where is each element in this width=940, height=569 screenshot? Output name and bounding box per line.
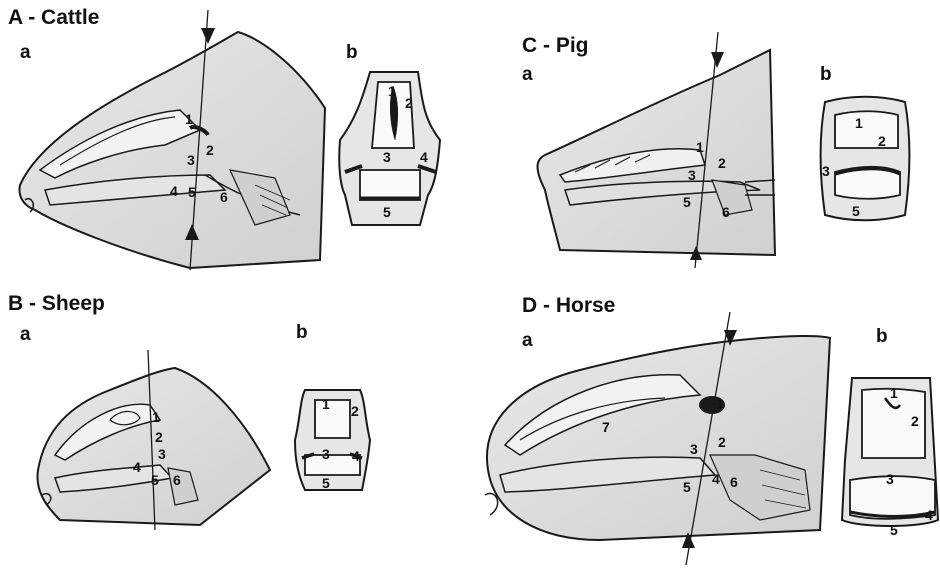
cattle-b-label-3: 3 bbox=[383, 150, 391, 164]
sub-label-pig-b: b bbox=[820, 64, 832, 86]
sheep-a-label-3: 3 bbox=[158, 447, 166, 461]
horse-a-label-5: 5 bbox=[683, 480, 691, 494]
sheep-b-label-3: 3 bbox=[322, 447, 330, 461]
sheep-b-label-5: 5 bbox=[322, 476, 330, 490]
pig-a-label-1: 1 bbox=[696, 140, 704, 154]
sheep-a-label-4: 4 bbox=[133, 460, 141, 474]
cattle-a-label-3: 3 bbox=[187, 153, 195, 167]
cattle-a-label-2: 2 bbox=[206, 143, 214, 157]
horse-a-label-7: 7 bbox=[602, 420, 610, 434]
horse-b-label-2: 2 bbox=[911, 414, 919, 428]
sub-label-sheep-a: a bbox=[20, 324, 31, 346]
pig-a-label-2: 2 bbox=[718, 156, 726, 170]
horse-b-label-4: 4 bbox=[925, 508, 933, 522]
cattle-a-label-1: 1 bbox=[185, 112, 193, 126]
cattle-a-label-4: 4 bbox=[170, 184, 178, 198]
horse-a-label-6: 6 bbox=[730, 475, 738, 489]
pig-b-label-1: 1 bbox=[855, 116, 863, 130]
sheep-a-label-1: 1 bbox=[152, 410, 160, 424]
cattle-b-label-4: 4 bbox=[420, 150, 428, 164]
cattle-a-label-5: 5 bbox=[188, 185, 196, 199]
sub-label-cattle-b: b bbox=[346, 42, 358, 64]
horse-a-label-4: 4 bbox=[712, 472, 720, 486]
panel-title-horse: D - Horse bbox=[522, 294, 615, 318]
pig-b-label-2: 2 bbox=[878, 134, 886, 148]
sub-label-horse-b: b bbox=[876, 326, 888, 348]
pig-b-label-3: 3 bbox=[822, 164, 830, 178]
sub-label-pig-a: a bbox=[522, 64, 533, 86]
horse-b-label-3: 3 bbox=[886, 472, 894, 486]
cattle-b-label-2: 2 bbox=[405, 96, 413, 110]
sheep-a-label-6: 6 bbox=[173, 473, 181, 487]
horse-b-label-5: 5 bbox=[890, 523, 898, 537]
sheep-a-label-2: 2 bbox=[155, 430, 163, 444]
sub-label-cattle-a: a bbox=[20, 42, 31, 64]
horse-a-label-2: 2 bbox=[718, 435, 726, 449]
cattle-b-label-1: 1 bbox=[388, 84, 396, 98]
horse-a-label-1: 1 bbox=[716, 396, 724, 410]
panel-title-cattle: A - Cattle bbox=[8, 6, 99, 30]
horse-sagittal-section bbox=[485, 312, 830, 565]
pig-a-label-5: 5 bbox=[683, 195, 691, 209]
sheep-b-label-1: 1 bbox=[322, 397, 330, 411]
panel-title-pig: C - Pig bbox=[522, 34, 589, 58]
sub-label-sheep-b: b bbox=[296, 322, 308, 344]
sub-label-horse-a: a bbox=[522, 330, 533, 352]
sheep-b-label-4: 4 bbox=[352, 449, 360, 463]
horse-b-label-1: 1 bbox=[890, 386, 898, 400]
panel-title-sheep: B - Sheep bbox=[8, 292, 105, 316]
cattle-a-label-6: 6 bbox=[220, 190, 228, 204]
sheep-b-label-2: 2 bbox=[351, 404, 359, 418]
pig-a-label-3: 3 bbox=[688, 168, 696, 182]
cattle-sagittal-section bbox=[20, 10, 325, 270]
pig-a-label-6: 6 bbox=[722, 205, 730, 219]
sheep-sagittal-section bbox=[37, 350, 270, 530]
pig-b-label-5: 5 bbox=[852, 204, 860, 218]
horse-a-label-3: 3 bbox=[690, 442, 698, 456]
sheep-a-label-5: 5 bbox=[151, 473, 159, 487]
cattle-b-label-5: 5 bbox=[383, 205, 391, 219]
pig-sagittal-section bbox=[538, 32, 776, 268]
pig-cross-section bbox=[820, 97, 909, 221]
